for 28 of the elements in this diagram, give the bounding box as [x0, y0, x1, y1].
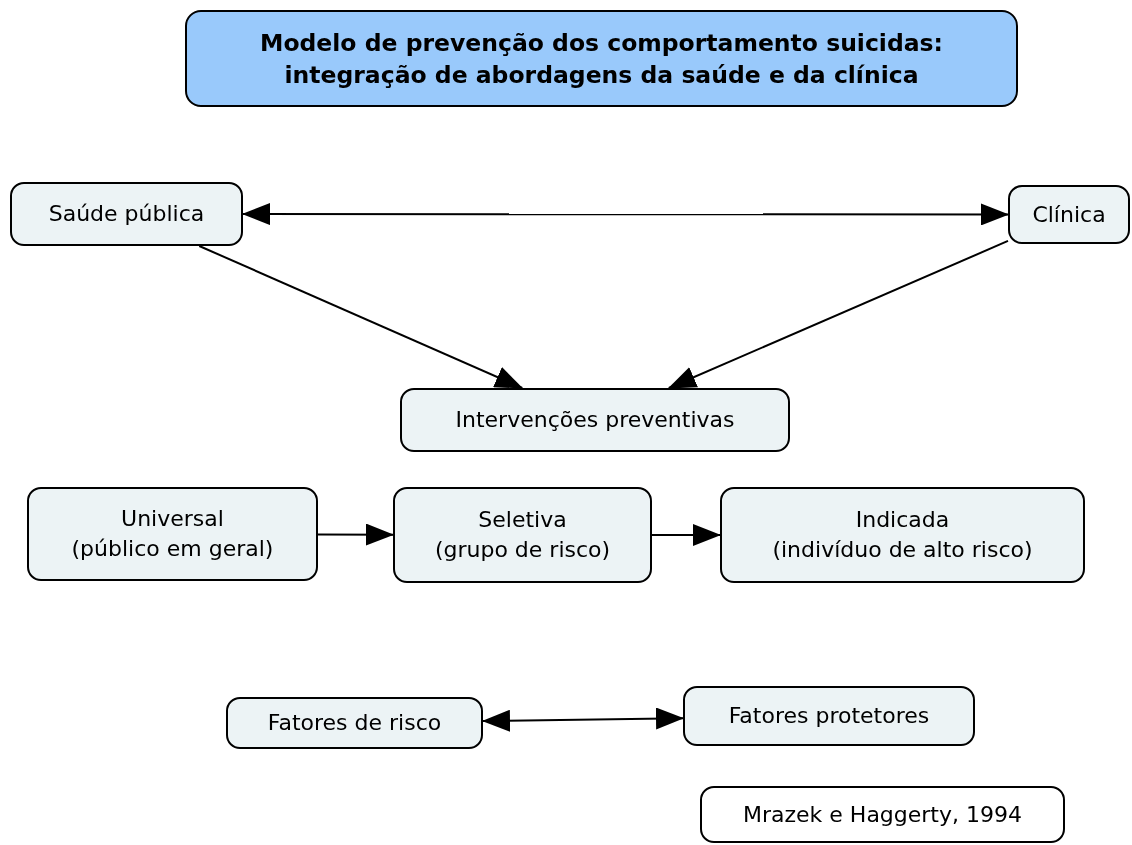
concept-box — [683, 686, 975, 746]
arrow — [198, 245, 524, 389]
title-box: Modelo de prevenção dos comportamento suicidas: integração de abordagens da saúde e da clínica — [185, 10, 1018, 107]
node-label: Saúde pública — [48, 200, 205, 228]
concept-box — [10, 182, 243, 246]
node-label: Intervenções preventivas — [455, 406, 735, 434]
node-label: (indivíduo de alto risco) — [772, 536, 1033, 564]
arrow — [651, 524, 721, 546]
reference-box — [700, 786, 1065, 843]
concept-box — [27, 487, 318, 581]
node-label: Indicada — [855, 506, 950, 534]
node-label: Clínica — [1032, 200, 1106, 229]
node-label: (grupo de risco) — [434, 536, 611, 564]
concept-box — [720, 487, 1085, 583]
concept-box — [400, 388, 790, 452]
arrow — [667, 239, 1009, 389]
concept-box — [226, 697, 483, 749]
node-label: Fatores protetores — [728, 702, 930, 730]
concept-box — [393, 487, 652, 583]
node-label: (público em geral) — [71, 535, 274, 563]
arrow — [482, 707, 684, 732]
node-label: Universal — [121, 505, 224, 533]
arrow — [317, 523, 394, 546]
concept-box — [1008, 185, 1130, 244]
arrow — [242, 203, 1009, 226]
node-label: Fatores de risco — [267, 709, 442, 737]
node-label: Mrazek e Haggerty, 1994 — [743, 800, 1022, 829]
node-label: Seletiva — [478, 506, 567, 534]
